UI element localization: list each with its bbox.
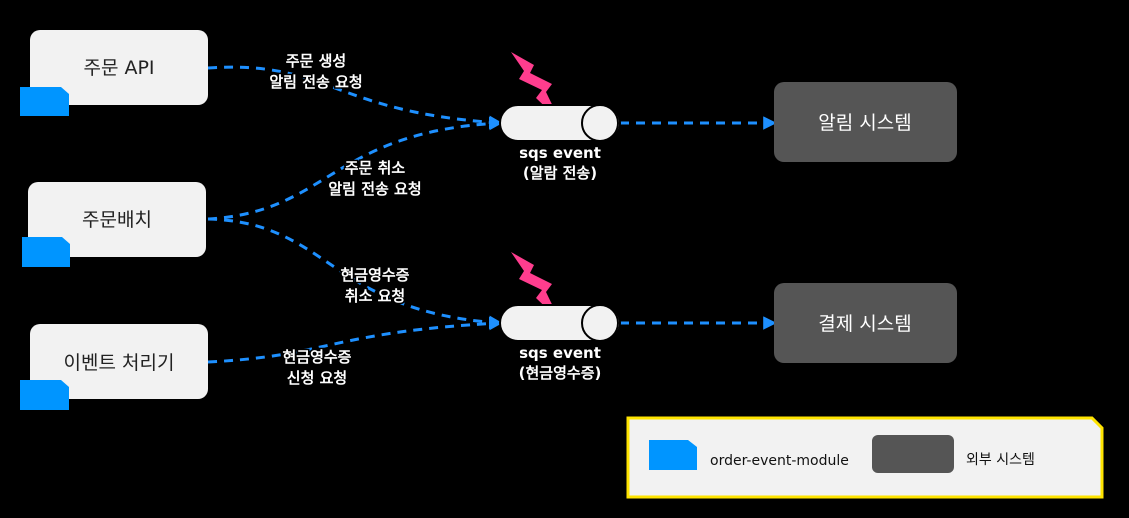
folder-tab-icon bbox=[22, 237, 70, 267]
queue-cylinder-cap bbox=[581, 104, 619, 142]
edge-order-api-to-notify-queue bbox=[207, 65, 503, 130]
source-label: 주문배치 bbox=[82, 209, 152, 231]
lightning-icon bbox=[511, 252, 560, 321]
edge-label-order-cancel-line1: 주문 취소 bbox=[345, 159, 406, 177]
edge-label-receipt-apply-line1: 현금영수증 bbox=[282, 348, 351, 366]
external-system-label: 알림 시스템 bbox=[818, 112, 911, 134]
flow-lines bbox=[207, 65, 777, 364]
edge-label-order-cancel-line2: 알림 전송 요청 bbox=[328, 180, 421, 198]
source-event-processor: 이벤트 처리기 bbox=[20, 324, 208, 410]
queue-label-line2: (현금영수증) bbox=[519, 364, 602, 382]
source-order-api: 주문 API bbox=[20, 30, 208, 116]
source-label: 이벤트 처리기 bbox=[64, 352, 175, 374]
legend-external-label: 외부 시스템 bbox=[966, 452, 1035, 468]
edge-label-receipt-apply-line2: 신청 요청 bbox=[287, 369, 347, 387]
folder-tab-icon bbox=[20, 380, 69, 410]
queue-notify: sqs event (알람 전송) bbox=[499, 52, 621, 182]
edge-labels: 주문 생성 알림 전송 요청 주문 취소 알림 전송 요청 현금영수증 취소 요… bbox=[268, 51, 423, 389]
edge-event-processor-to-receipt-queue bbox=[207, 316, 503, 364]
queue-label-line1: sqs event bbox=[519, 344, 601, 362]
edge-label-receipt-cancel-line1: 현금영수증 bbox=[340, 266, 409, 284]
external-system-label: 결제 시스템 bbox=[818, 313, 911, 335]
legend-module-label: order-event-module bbox=[710, 453, 849, 469]
queue-cylinder-cap bbox=[581, 304, 619, 342]
legend-external-swatch bbox=[872, 435, 954, 473]
edge-label-receipt-cancel-line2: 취소 요청 bbox=[345, 287, 405, 305]
legend: order-event-module 외부 시스템 bbox=[626, 416, 1104, 499]
queue-receipt: sqs event (현금영수증) bbox=[499, 252, 621, 382]
source-label: 주문 API bbox=[83, 57, 154, 79]
queue-label-line1: sqs event bbox=[519, 144, 601, 162]
folder-tab-icon bbox=[20, 87, 69, 116]
folder-tab-icon bbox=[649, 440, 697, 470]
edge-label-order-create-line2: 알림 전송 요청 bbox=[269, 73, 362, 91]
edge-label-order-create-line1: 주문 생성 bbox=[286, 52, 346, 70]
external-notification-system: 알림 시스템 bbox=[774, 82, 957, 162]
source-order-batch: 주문배치 bbox=[22, 182, 206, 267]
queue-label-line2: (알람 전송) bbox=[523, 164, 597, 182]
external-payment-system: 결제 시스템 bbox=[774, 283, 957, 363]
lightning-icon bbox=[511, 52, 560, 121]
legend-frame bbox=[626, 416, 1104, 499]
